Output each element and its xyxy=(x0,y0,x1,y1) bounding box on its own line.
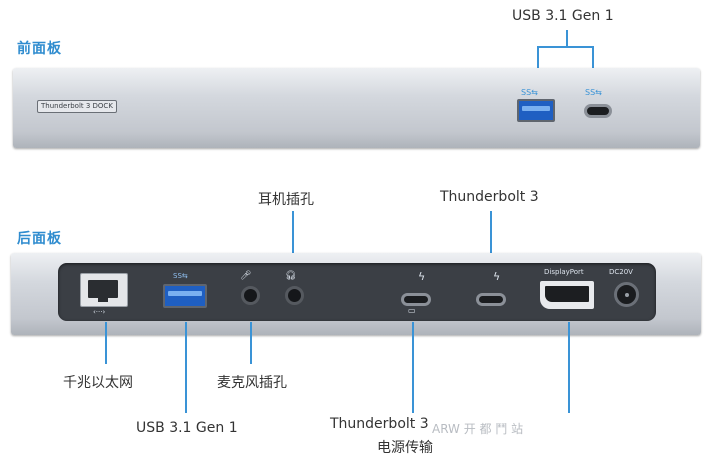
dc-input-text: DC20V xyxy=(609,268,633,276)
front-bracket-left xyxy=(537,46,539,80)
ethernet-label: 千兆以太网 xyxy=(63,375,133,391)
rear-panel-title: 后面板 xyxy=(17,231,62,247)
front-usb-a-port[interactable] xyxy=(517,99,555,122)
front-usb-label: USB 3.1 Gen 1 xyxy=(512,8,614,24)
microphone-jack-label: 麦克风插孔 xyxy=(217,375,287,391)
rear-port-strip: ‹···› SS⇆ 🎤︎ 🎧︎ ϟ ▭ ϟ DisplayPort DC20V xyxy=(58,263,656,321)
dc-power-jack[interactable] xyxy=(614,282,639,307)
dock-label-badge: Thunderbolt 3 DOCK xyxy=(37,100,117,113)
microphone-jack[interactable] xyxy=(241,286,260,305)
front-usb-c-port[interactable] xyxy=(584,104,612,118)
power-pointer xyxy=(412,322,414,413)
thunderbolt-power-port[interactable] xyxy=(401,293,431,306)
thunderbolt-label: Thunderbolt 3 xyxy=(440,189,539,205)
rear-usb-label: USB 3.1 Gen 1 xyxy=(136,420,238,436)
thunderbolt-pointer xyxy=(490,211,492,254)
thunderbolt-power-label-2: 电源传输 xyxy=(377,440,433,456)
displayport-port[interactable] xyxy=(540,281,594,309)
thunderbolt-icon: ϟ xyxy=(418,270,426,283)
headphone-pointer xyxy=(292,211,294,254)
mic-pointer xyxy=(250,322,252,364)
network-icon: ‹···› xyxy=(93,308,106,316)
thunderbolt-port[interactable] xyxy=(476,293,506,306)
usb-ss-icon: SS⇆ xyxy=(173,272,188,280)
rear-panel: ‹···› SS⇆ 🎤︎ 🎧︎ ϟ ▭ ϟ DisplayPort DC20V xyxy=(11,253,701,335)
usb-c-ss-icon: SS⇆ xyxy=(585,88,602,97)
usb-pointer xyxy=(185,322,187,413)
headphone-jack[interactable] xyxy=(285,286,304,305)
front-bracket-bar xyxy=(537,46,594,48)
power-delivery-icon: ▭ xyxy=(408,306,416,315)
headphone-icon: 🎧︎ xyxy=(285,271,297,281)
watermark: ARW 开 都 鬥 站 xyxy=(432,422,524,436)
displayport-pointer xyxy=(568,322,570,413)
usb-ss-icon: SS⇆ xyxy=(521,88,538,97)
headphone-jack-label: 耳机插孔 xyxy=(258,192,314,208)
rear-usb-a-port[interactable] xyxy=(163,284,207,308)
front-bracket-stem xyxy=(566,30,568,47)
ethernet-port[interactable] xyxy=(80,273,128,307)
thunderbolt-power-label-1: Thunderbolt 3 xyxy=(330,416,429,432)
front-bracket-right xyxy=(592,46,594,80)
displayport-text: DisplayPort xyxy=(544,268,584,276)
ethernet-pointer xyxy=(105,322,107,364)
front-panel-title: 前面板 xyxy=(17,41,62,57)
microphone-icon: 🎤︎ xyxy=(240,271,252,281)
thunderbolt-icon: ϟ xyxy=(493,270,501,283)
front-panel: Thunderbolt 3 DOCK SS⇆ SS⇆ xyxy=(13,68,700,148)
